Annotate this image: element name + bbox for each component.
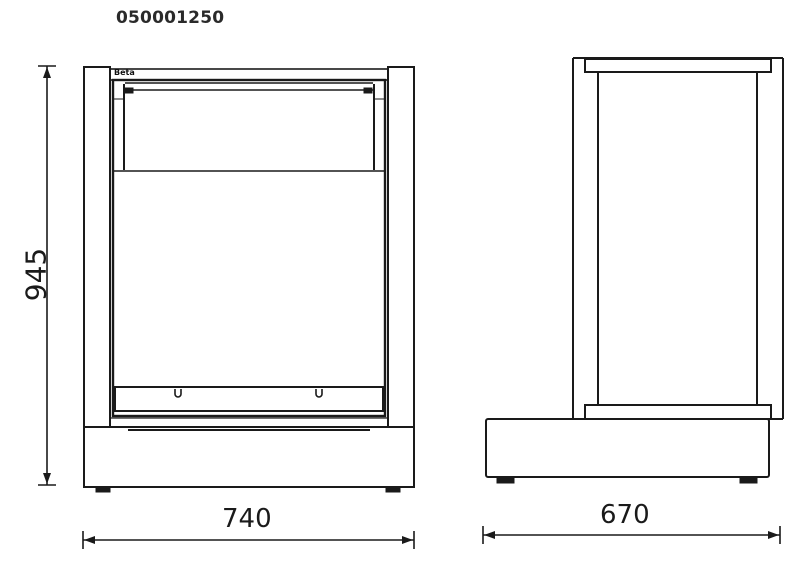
front-view [83,66,415,493]
brand-logo: Beta [114,68,135,77]
depth-dimension-label: 670 [600,500,650,530]
dimension-lines [38,65,781,549]
front-right-upright [387,66,415,428]
front-left-upright [83,66,111,428]
width-dimension-label: 740 [222,504,272,534]
side-view [485,57,784,484]
height-dimension-label: 945 [19,247,53,302]
product-code: 050001250 [116,8,225,28]
